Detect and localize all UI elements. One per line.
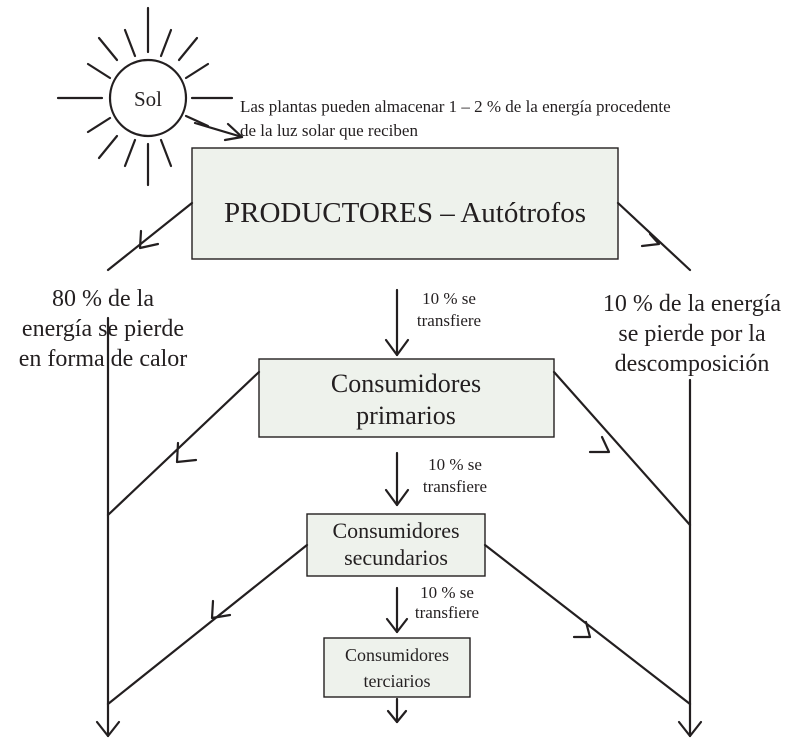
tertiary-consumers-line-2: terciarios	[364, 671, 431, 691]
decomposition-loss-line-3: descomposición	[615, 351, 770, 377]
tertiary-out-arrow	[386, 697, 408, 724]
primary-consumers-box	[258, 358, 555, 438]
sun-note-line-2: de la luz solar que reciben	[240, 121, 418, 140]
heat-loss-line-2: energía se pierde	[22, 316, 184, 342]
heat-loss-line-3: en forma de calor	[19, 346, 188, 372]
transfer-1-line-2: transfiere	[417, 311, 481, 330]
transfer-arrow-3	[385, 586, 409, 634]
heat-loss-lines	[95, 201, 309, 738]
primary-consumers-line-2: primarios	[356, 401, 456, 430]
decomposition-loss-line-1: 10 % de la energía	[603, 291, 781, 317]
transfer-2-line-1: 10 % se	[428, 455, 482, 474]
sun-icon	[56, 6, 244, 187]
transfer-3-line-2: transfiere	[415, 603, 479, 622]
tertiary-consumers-box	[323, 637, 471, 698]
transfer-3-line-1: 10 % se	[420, 583, 474, 602]
transfer-1-line-1: 10 % se	[422, 289, 476, 308]
primary-consumers-line-1: Consumidores	[331, 369, 481, 398]
heat-loss-line-1: 80 % de la	[52, 286, 154, 312]
tertiary-consumers-line-1: Consumidores	[345, 645, 449, 665]
secondary-consumers-line-1: Consumidores	[332, 518, 459, 543]
sun-label: Sol	[134, 87, 162, 111]
transfer-arrow-2	[384, 451, 410, 507]
secondary-consumers-line-2: secundarios	[344, 545, 448, 570]
sun-note-line-1: Las plantas pueden almacenar 1 – 2 % de …	[240, 97, 671, 116]
secondary-consumers-box	[306, 513, 486, 577]
decomposition-loss-line-2: se pierde por la	[618, 321, 766, 347]
decomposition-loss-lines	[483, 201, 703, 738]
producers-label: PRODUCTORES – Autótrofos	[224, 197, 586, 229]
transfer-arrow-1	[384, 288, 410, 357]
transfer-2-line-2: transfiere	[423, 477, 487, 496]
